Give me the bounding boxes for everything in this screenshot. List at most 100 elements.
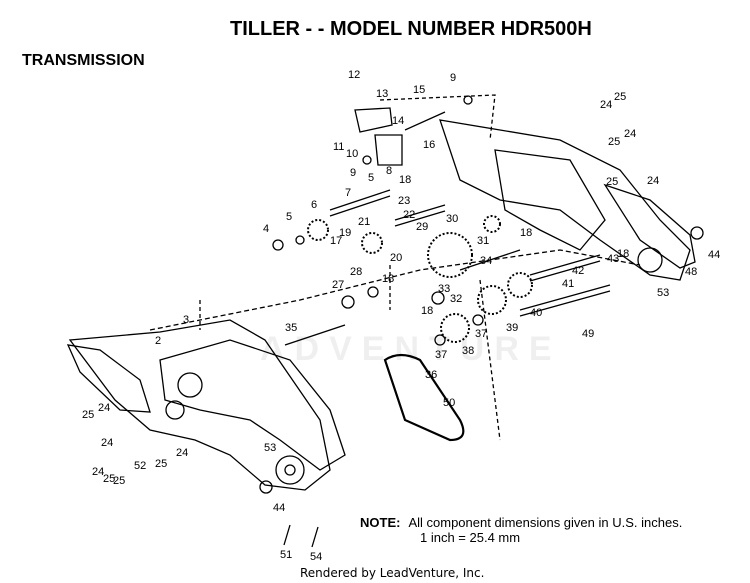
sprocket-30 [427,232,473,278]
part-callout-11: 11 [333,141,344,153]
part-callout-18: 18 [617,248,629,260]
section-title: TRANSMISSION [22,52,145,69]
part-callout-36: 36 [425,369,437,381]
part-callout-42: 42 [572,265,584,277]
part-callout-24: 24 [176,447,188,459]
part-callout-18: 18 [520,227,532,239]
part-callout-19: 19 [339,227,351,239]
part-callout-2: 2 [155,335,161,347]
part-callout-31: 31 [477,235,489,247]
page-title: TILLER - - MODEL NUMBER HDR500H [230,18,592,40]
shaft-23 [394,204,446,227]
part-callout-21: 21 [358,216,370,228]
part-callout-43: 43 [607,253,619,265]
part-callout-24: 24 [92,466,104,478]
part-callout-48: 48 [685,266,697,278]
chain-case-cover [159,339,346,471]
part-callout-41: 41 [562,278,574,290]
gear-21 [361,232,383,254]
part-callout-40: 40 [530,307,542,319]
part-callout-25: 25 [614,91,626,103]
part-callout-49: 49 [582,328,594,340]
part-callout-24: 24 [98,402,110,414]
part-callout-33: 33 [438,283,450,295]
part-callout-8: 8 [386,165,392,177]
assembly-line [379,94,496,141]
pulley-53-hub [284,464,296,476]
spacer-37b [434,334,446,346]
bearing-44-left [259,480,273,494]
part-callout-38: 38 [462,345,474,357]
part-callout-5: 5 [286,211,292,223]
washer-9-mid [362,155,372,165]
part-callout-35: 35 [285,322,297,334]
note-label: NOTE: [360,515,401,530]
shift-rod-16 [404,111,446,131]
note-block: NOTE: All component dimensions given in U… [360,515,682,545]
part-callout-6: 6 [311,199,317,211]
sprocket-39 [477,285,507,315]
part-callout-54: 54 [310,551,322,563]
shaft-49 [519,284,611,317]
spacer-27 [341,295,355,309]
gear-6 [307,219,329,241]
assembly-line [389,265,501,441]
left-housing-arm [66,344,151,413]
part-callout-24: 24 [647,175,659,187]
part-callout-9: 9 [450,72,456,84]
part-callout-52: 52 [134,460,146,472]
part-callout-18: 18 [382,273,394,285]
right-housing-arm [603,183,696,269]
part-callout-37: 37 [475,328,487,340]
part-callout-30: 30 [446,213,458,225]
sprocket-38 [440,313,470,343]
assembly-line [149,249,641,331]
part-callout-53: 53 [657,287,669,299]
washer-9-top [463,95,473,105]
part-callout-24: 24 [101,437,113,449]
right-housing [439,119,691,281]
part-callout-44: 44 [708,249,720,261]
part-callout-18: 18 [399,174,411,186]
part-callout-28: 28 [350,266,362,278]
part-callout-15: 15 [413,84,425,96]
part-callout-50: 50 [443,397,455,409]
part-callout-29: 29 [416,221,428,233]
part-callout-20: 20 [390,252,402,264]
part-callout-25: 25 [82,409,94,421]
spacer-37 [472,314,484,326]
bolt-51 [283,524,291,546]
part-callout-37: 37 [435,349,447,361]
part-callout-7: 7 [345,187,351,199]
footer-credit: Rendered by LeadVenture, Inc. [300,566,485,580]
part-callout-44: 44 [273,502,285,514]
housing-boss-left [177,372,203,398]
spacer-4 [272,239,284,251]
left-housing [68,319,331,491]
part-callout-25: 25 [113,475,125,487]
part-callout-18: 18 [421,305,433,317]
bearing-44-right [690,226,704,240]
shift-bracket-14 [374,134,403,166]
part-callout-3: 3 [183,314,189,326]
shaft-34 [459,249,521,271]
housing-boss-left-2 [165,400,185,420]
watermark-text: ADVENTURE [260,330,562,368]
gear-31 [483,215,501,233]
pulley-48 [637,247,663,273]
part-callout-5: 5 [368,172,374,184]
belt-50 [383,353,465,442]
part-callout-24: 24 [624,128,636,140]
part-callout-27: 27 [332,279,344,291]
spacer-28 [367,286,379,298]
part-callout-23: 23 [398,195,410,207]
note-line-1: All component dimensions given in U.S. i… [408,515,683,530]
part-callout-25: 25 [103,473,115,485]
part-callout-9: 9 [350,167,356,179]
note-line-2: 1 inch = 25.4 mm [420,530,521,545]
pulley-53 [275,455,305,485]
part-callout-25: 25 [155,458,167,470]
part-callout-39: 39 [506,322,518,334]
spacer-32 [431,291,445,305]
